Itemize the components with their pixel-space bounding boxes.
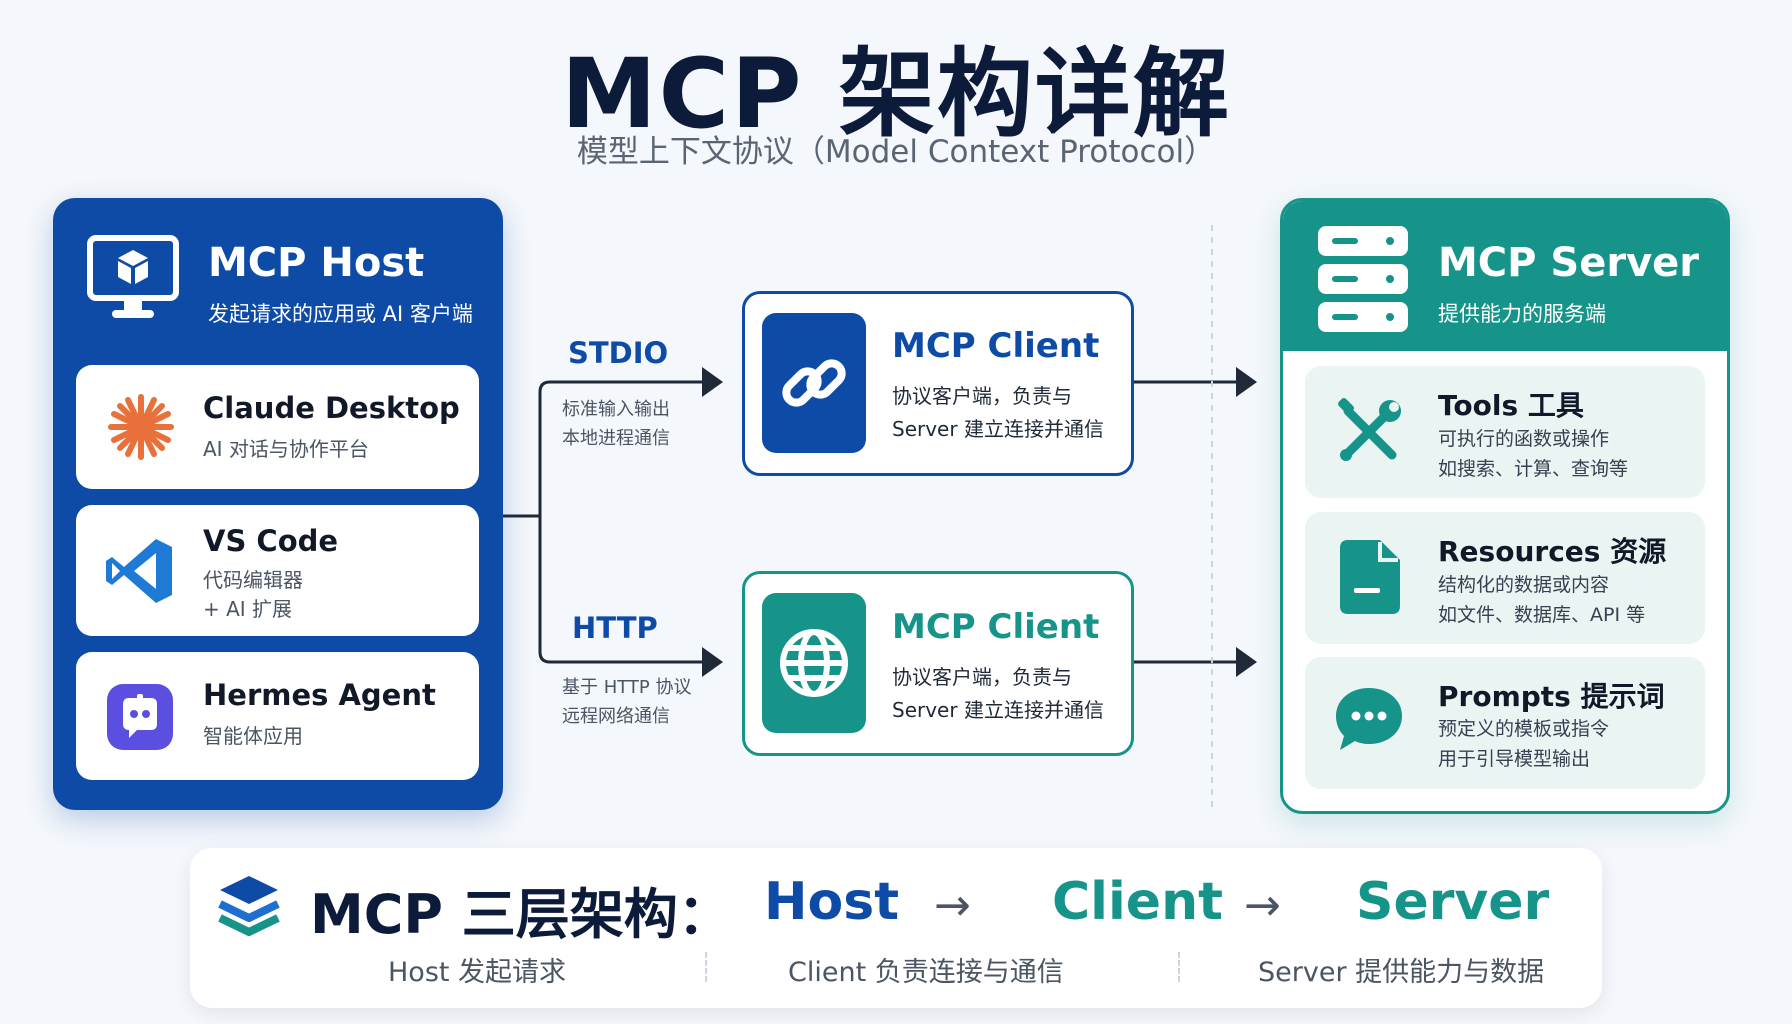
mcp-client-1-title: MCP Client: [892, 326, 1100, 366]
mcp-client-2-desc-2: Server 建立连接并通信: [892, 698, 1104, 722]
summary-title: MCP 三层架构：: [310, 883, 732, 946]
summary-separator-1: [705, 952, 707, 982]
summary-separator-2: [1178, 952, 1180, 982]
prompts-desc-2: 用于引导模型输出: [1438, 748, 1591, 770]
summary-client: Client: [1052, 872, 1223, 932]
summary-arrow-1: →: [934, 880, 971, 931]
mcp-client-1-desc-1: 协议客户端，负责与: [892, 384, 1072, 408]
stdio-desc-2: 本地进程通信: [562, 428, 670, 449]
resources-desc-2: 如文件、数据库、API 等: [1438, 604, 1646, 626]
stdio-label: STDIO: [568, 336, 669, 370]
tools-desc-2: 如搜索、计算、查询等: [1438, 458, 1629, 480]
tools-desc-1: 可执行的函数或操作: [1438, 428, 1610, 450]
globe-icon: [778, 627, 850, 699]
http-desc-1: 基于 HTTP 协议: [562, 677, 692, 698]
vscode-icon: [104, 535, 176, 607]
claude-desktop-title: Claude Desktop: [203, 391, 460, 425]
summary-client-desc: Client 负责连接与通信: [788, 957, 1064, 988]
page-subtitle: 模型上下文协议（Model Context Protocol）: [576, 134, 1216, 170]
mcp-server-title: MCP Server: [1438, 240, 1699, 286]
summary-server: Server: [1356, 872, 1550, 932]
monitor-cube-icon: [86, 232, 180, 326]
vs-code-desc-2: + AI 扩展: [203, 597, 293, 621]
summary-server-desc: Server 提供能力与数据: [1258, 957, 1545, 988]
stdio-desc-1: 标准输入输出: [562, 399, 670, 420]
mcp-client-2-title: MCP Client: [892, 607, 1100, 647]
link-icon: [776, 345, 852, 421]
claude-sparkle-icon: [106, 392, 176, 462]
document-icon: [1340, 540, 1400, 614]
layers-icon: [216, 872, 282, 938]
hermes-agent-desc: 智能体应用: [203, 724, 303, 748]
resources-desc-1: 结构化的数据或内容: [1438, 574, 1610, 596]
tools-icon: [1334, 397, 1404, 467]
http-label: HTTP: [572, 611, 658, 645]
summary-bar: [190, 848, 1602, 1008]
mcp-server-subtitle: 提供能力的服务端: [1438, 302, 1606, 326]
claude-desktop-desc: AI 对话与协作平台: [203, 437, 369, 461]
prompts-title: Prompts 提示词: [1438, 680, 1665, 713]
chat-bubble-icon: [1334, 684, 1404, 754]
http-desc-2: 远程网络通信: [562, 706, 670, 727]
prompts-desc-1: 预定义的模板或指令: [1438, 718, 1610, 740]
tools-title: Tools 工具: [1438, 389, 1584, 422]
client-to-server-connectors: [1134, 367, 1257, 677]
mcp-host-title: MCP Host: [208, 240, 425, 286]
mcp-client-1-desc-2: Server 建立连接并通信: [892, 417, 1104, 441]
summary-host: Host: [764, 872, 900, 932]
page-title: MCP 架构详解: [561, 38, 1231, 150]
robot-icon: [107, 684, 173, 750]
summary-arrow-2: →: [1244, 880, 1281, 931]
server-stack-icon: [1318, 226, 1408, 332]
host-to-client-connectors: [503, 367, 723, 677]
hermes-agent-title: Hermes Agent: [203, 678, 436, 712]
mcp-client-2-desc-1: 协议客户端，负责与: [892, 665, 1072, 689]
resources-title: Resources 资源: [1438, 535, 1667, 568]
mcp-host-subtitle: 发起请求的应用或 AI 客户端: [208, 302, 473, 326]
vs-code-desc-1: 代码编辑器: [203, 568, 303, 592]
vs-code-title: VS Code: [203, 524, 339, 558]
summary-host-desc: Host 发起请求: [388, 957, 567, 988]
